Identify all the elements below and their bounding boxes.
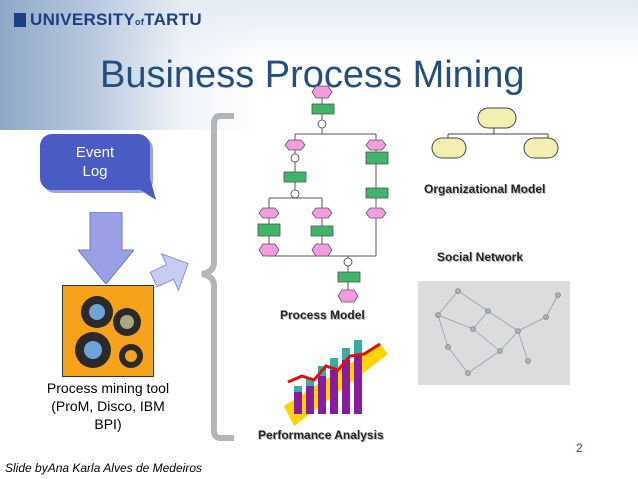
logo-text-of: of <box>135 17 145 27</box>
tool-label-line-1: Process mining tool <box>46 380 170 396</box>
event-log-line-2: Log <box>82 163 108 180</box>
social-network-label: Social Network <box>437 250 524 264</box>
logo-text-university: UNIVERSITY <box>30 10 136 29</box>
event-log-line-1: Event <box>75 144 115 161</box>
logo-crest-icon <box>14 13 26 27</box>
bracket-icon <box>201 113 234 441</box>
performance-chart-icon <box>284 340 388 426</box>
down-arrow-icon <box>78 212 134 284</box>
logo-text-tartu: TARTU <box>144 10 202 29</box>
university-logo: UNIVERSITYofTARTU <box>14 10 202 30</box>
process-model-diagram <box>257 85 389 303</box>
header-photo <box>0 0 260 130</box>
performance-analysis-label: Performance Analysis <box>258 428 384 442</box>
callout-tail-icon <box>122 178 156 200</box>
gears-icon <box>62 285 154 377</box>
slide-title: Business Process Mining <box>100 54 525 96</box>
process-model-label: Process Model <box>280 308 365 322</box>
tool-label-line-2: (ProM, Disco, IBM <box>51 398 165 414</box>
organizational-model-diagram <box>431 107 559 159</box>
organizational-model-label: Organizational Model <box>424 182 546 196</box>
right-up-arrow-icon <box>149 252 189 292</box>
process-mining-tool-label: Process mining tool (ProM, Disco, IBM BP… <box>28 379 188 433</box>
slide-credit: Slide byAna Karla Alves de Medeiros <box>5 461 202 475</box>
tool-label-line-3: BPI) <box>94 416 122 432</box>
social-network-graph <box>418 281 570 385</box>
page-number: 2 <box>576 441 583 455</box>
